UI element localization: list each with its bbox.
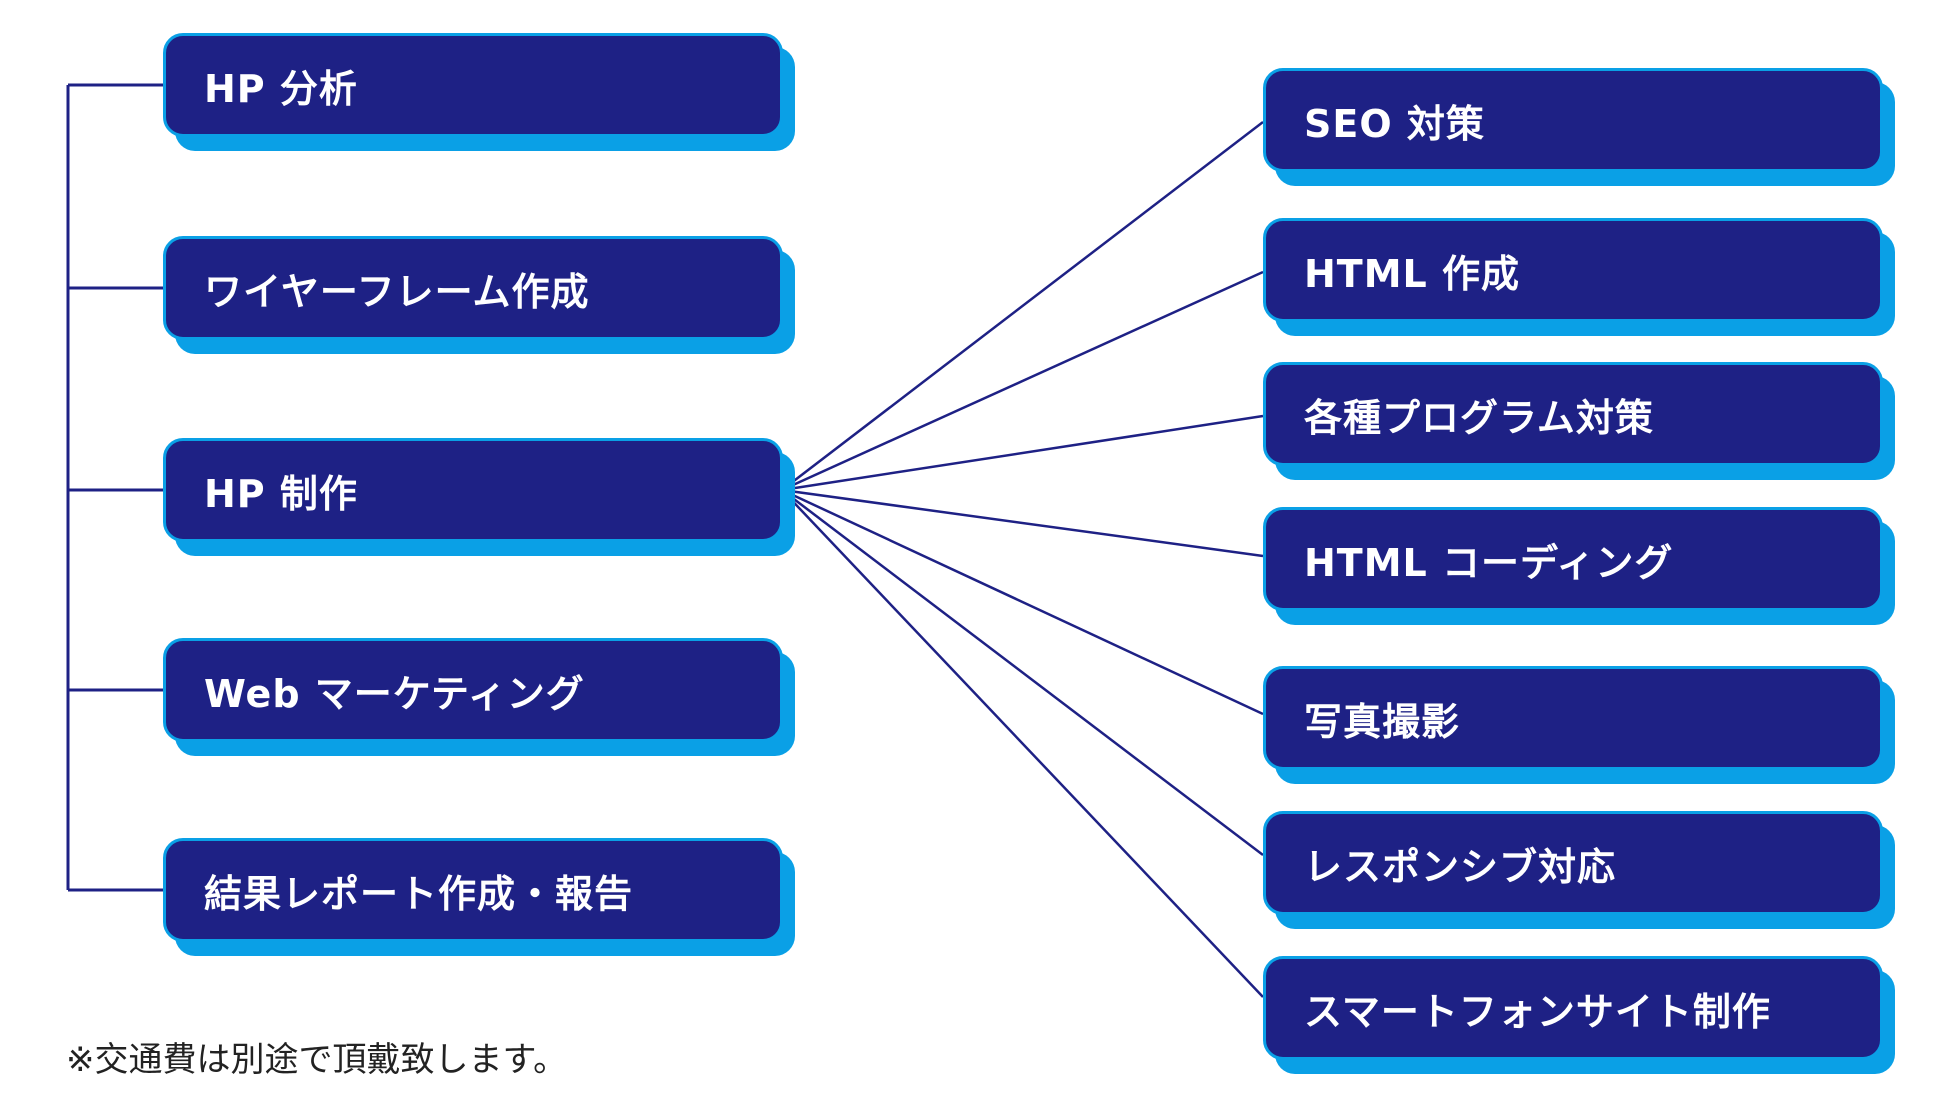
node-seo: SEO 対策 bbox=[1263, 68, 1895, 186]
fan-line bbox=[781, 270, 1264, 492]
fan-line bbox=[781, 489, 1264, 856]
fan-line bbox=[781, 121, 1264, 491]
node-program-measures: 各種プログラム対策 bbox=[1263, 362, 1895, 480]
node-label: レスポンシブ対応 bbox=[1263, 811, 1883, 915]
node-web-marketing: Web マーケティング bbox=[163, 638, 795, 756]
fan-line bbox=[781, 414, 1264, 492]
node-smartphone-site: スマートフォンサイト制作 bbox=[1263, 956, 1895, 1074]
node-html-coding: HTML コーディング bbox=[1263, 507, 1895, 625]
node-label: HTML コーディング bbox=[1263, 507, 1883, 611]
node-label: HTML 作成 bbox=[1263, 218, 1883, 322]
node-html-creation: HTML 作成 bbox=[1263, 218, 1895, 336]
footnote: ※交通費は別途で頂戴致します。 bbox=[66, 1040, 568, 1080]
node-hp-production: HP 制作 bbox=[163, 438, 795, 556]
node-label: ワイヤーフレーム作成 bbox=[163, 236, 783, 340]
node-label: HP 分析 bbox=[163, 33, 783, 137]
node-label: スマートフォンサイト制作 bbox=[1263, 956, 1883, 1060]
node-label: HP 制作 bbox=[163, 438, 783, 542]
node-label: SEO 対策 bbox=[1263, 68, 1883, 172]
node-photography: 写真撮影 bbox=[1263, 666, 1895, 784]
node-label: 各種プログラム対策 bbox=[1263, 362, 1883, 466]
node-wireframe: ワイヤーフレーム作成 bbox=[163, 236, 795, 354]
node-label: 結果レポート作成・報告 bbox=[163, 838, 783, 942]
node-responsive: レスポンシブ対応 bbox=[1263, 811, 1895, 929]
fan-line bbox=[781, 488, 1264, 558]
node-result-report: 結果レポート作成・報告 bbox=[163, 838, 795, 956]
fan-line bbox=[781, 488, 1264, 716]
node-hp-analysis: HP 分析 bbox=[163, 33, 795, 151]
fan-line bbox=[781, 489, 1264, 998]
node-label: Web マーケティング bbox=[163, 638, 783, 742]
node-label: 写真撮影 bbox=[1263, 666, 1883, 770]
